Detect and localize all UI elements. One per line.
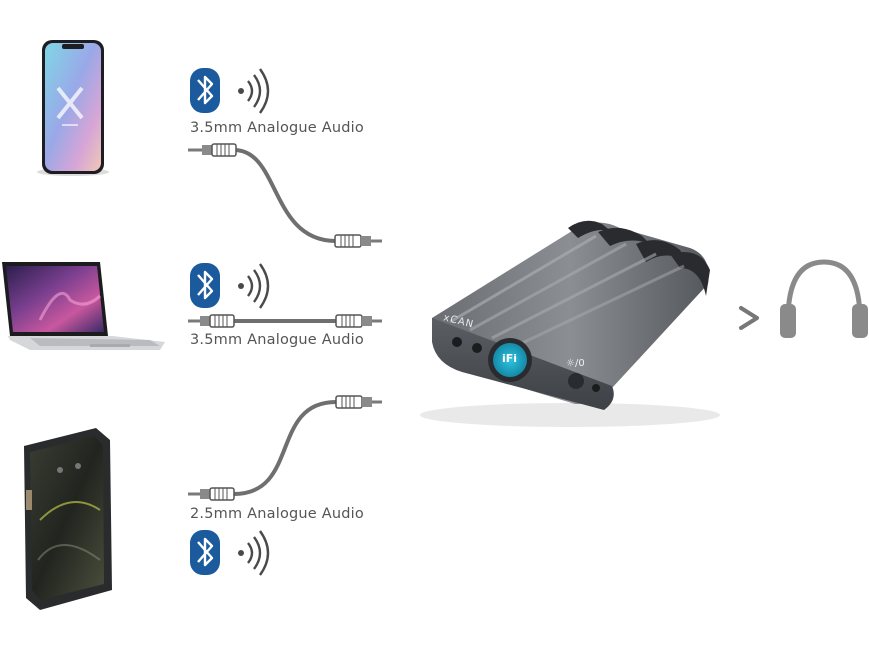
- audio-cable: [188, 143, 382, 248]
- bluetooth-icon: [190, 68, 220, 113]
- wireless-waves-icon: [238, 68, 270, 114]
- connection-label-laptop: 3.5mm Analogue Audio: [190, 332, 364, 348]
- connection-label-player: 2.5mm Analogue Audio: [190, 506, 364, 522]
- amp-power-label: ☼/0: [566, 358, 585, 369]
- audio-cable: [188, 395, 382, 501]
- laptop-icon: [2, 262, 165, 350]
- wireless-waves-icon: [238, 530, 270, 576]
- audio-player-icon: [24, 428, 112, 610]
- amp-badge: iFi: [502, 352, 518, 365]
- headphones-icon: [780, 259, 868, 338]
- connection-label-phone: 3.5mm Analogue Audio: [190, 120, 364, 136]
- smartphone-icon: [37, 40, 109, 176]
- audio-cable: [188, 314, 382, 328]
- headphone-amplifier: [420, 220, 720, 427]
- bluetooth-icon: [190, 263, 220, 308]
- bluetooth-icon: [190, 530, 220, 575]
- wireless-waves-icon: [238, 263, 270, 309]
- arrow-icon: [739, 306, 759, 330]
